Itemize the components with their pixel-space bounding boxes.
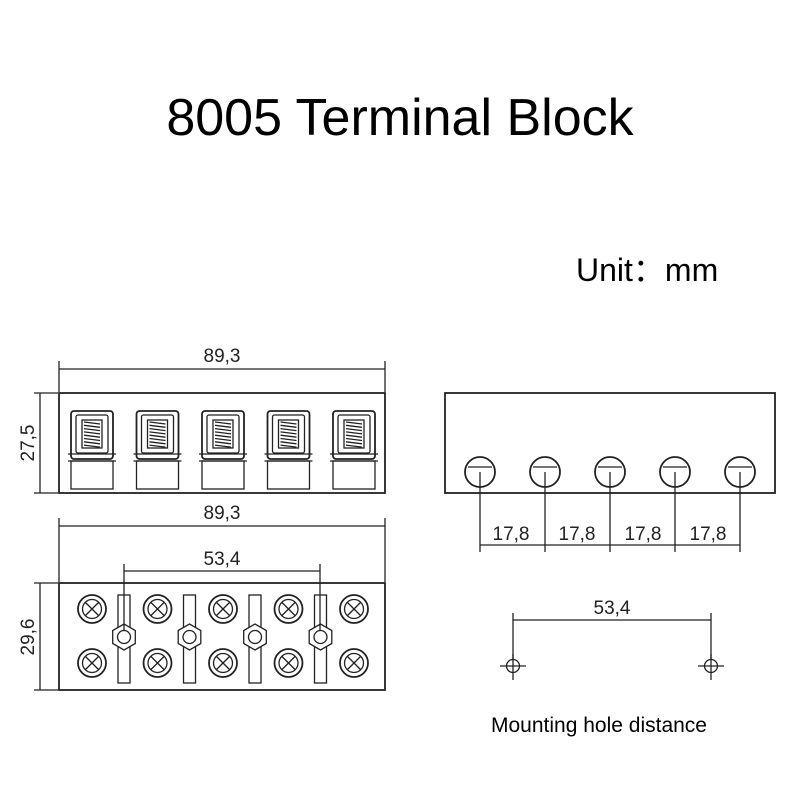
mount-label-bottom: 53,4 [204, 549, 241, 570]
separator-post [243, 594, 267, 684]
mount-label-right: 53,4 [594, 598, 631, 619]
width-dimension-bottom: 89,3 [58, 503, 386, 582]
pitch-label-3: 17,8 [625, 524, 662, 545]
width-label-bottom: 89,3 [204, 503, 241, 524]
screw [339, 648, 369, 678]
pitch-label-2: 17,8 [559, 524, 596, 545]
width-dimension-top: 89,3 [58, 346, 386, 392]
unit-label: Unit：mm [576, 252, 719, 288]
page-title: 8005 Terminal Block [166, 89, 634, 147]
screw [208, 594, 238, 624]
height-label-top: 27,5 [18, 425, 39, 462]
caption: Mounting hole distance [491, 714, 707, 737]
mounting-hole-right [698, 654, 724, 680]
pin [529, 456, 561, 552]
pitch-dimensions: 17,8 17,8 17,8 17,8 [480, 524, 740, 546]
screw [142, 594, 173, 624]
terminal-clamp [68, 410, 116, 490]
pitch-label-4: 17,8 [690, 524, 727, 545]
pin [659, 456, 691, 552]
pin [594, 456, 626, 552]
height-label-bottom: 29,6 [18, 619, 39, 656]
screw [208, 648, 238, 678]
separator-post [112, 594, 136, 684]
terminal-clamp [133, 410, 182, 490]
mount-dimension-right: 53,4 [512, 598, 712, 660]
screw [77, 594, 107, 624]
terminal-clamp [199, 410, 247, 490]
height-dimension-top: 27,5 [18, 392, 58, 494]
mounting-hole-left [500, 654, 526, 680]
top-view [58, 582, 386, 691]
pitch-label-1: 17,8 [493, 524, 530, 545]
separator-post [177, 594, 202, 684]
screw [142, 648, 173, 678]
terminal-clamp [330, 410, 378, 490]
bottom-view [444, 392, 776, 552]
pin [464, 456, 496, 552]
screw [77, 648, 107, 678]
pin [724, 456, 756, 552]
width-label-top: 89,3 [204, 346, 241, 367]
screw [273, 648, 304, 678]
terminal-clamp [264, 410, 313, 490]
screw [273, 594, 304, 624]
separator-post [308, 594, 333, 684]
front-view [58, 392, 386, 494]
mount-dimension-bottom: 53,4 [123, 549, 321, 630]
height-dimension-bottom: 29,6 [18, 582, 58, 691]
screw [339, 594, 369, 624]
